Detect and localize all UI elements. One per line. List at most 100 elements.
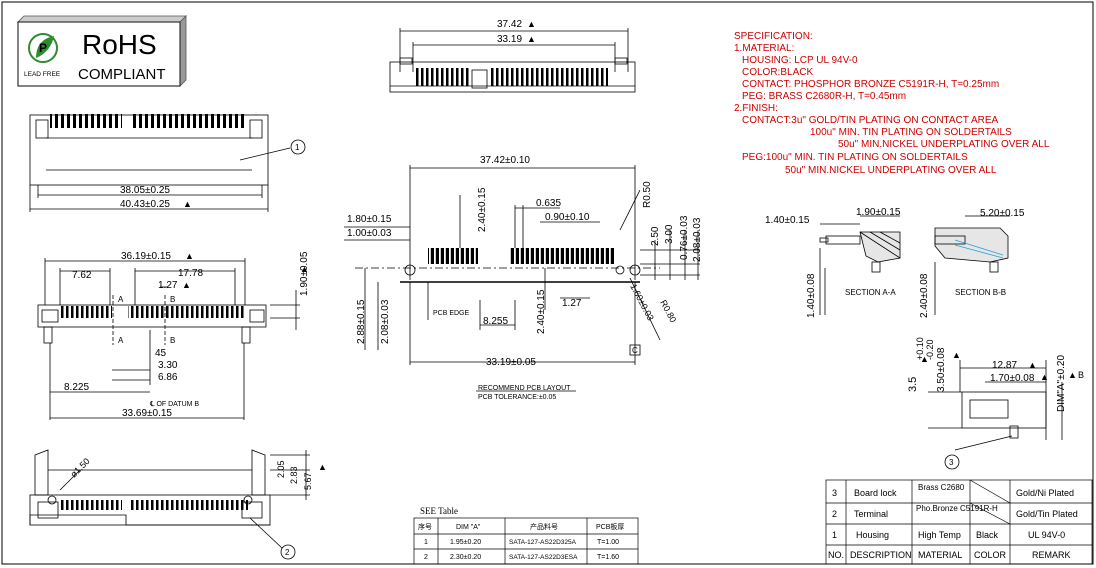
detail-dim-4: 12.87: [992, 360, 1017, 371]
spec-line-0: 1.MATERIAL:: [734, 43, 794, 54]
side-mark-2: ▲: [182, 280, 191, 290]
spec-line-1: HOUSING: LCP UL 94V-0: [742, 55, 858, 66]
pcb-dim-9: 0.76±0.03: [679, 215, 690, 260]
pcb-tolerance: PCB TOLERANCE:±0.05: [478, 394, 556, 401]
bom-row-1-2: Pho.Bronze C5191R-H: [916, 504, 998, 513]
detail-dim-2: -0.20: [925, 339, 935, 360]
pcb-dim-12: 2.08±0.03: [380, 299, 391, 344]
see-row-0-0: 1: [424, 539, 428, 546]
bom-header-3: COLOR: [974, 550, 1007, 560]
pcb-dim-3: 0.90±0.10: [545, 212, 590, 223]
side-mark: ▲: [185, 251, 194, 261]
detail-dim-6: DIM"A"±0.20: [1056, 355, 1067, 412]
spec-heading: SPECIFICATION:: [734, 31, 813, 42]
side-dim-5: 45: [155, 348, 167, 359]
see-row-1-2: SATA-127-AS22D3ESA: [509, 554, 578, 561]
bottom-dim-2: 5.67: [303, 472, 313, 490]
bottom-dim-0: 2.05: [276, 460, 286, 478]
see-row-0-3: T=1.00: [597, 539, 619, 546]
spec-line-4: PEG: BRASS C2680R-H, T=0.45mm: [742, 91, 906, 102]
spec-line-3: CONTACT: PHOSPHOR BRONZE C5191R-H, T=0.2…: [742, 79, 999, 90]
front-mark: ▲: [183, 199, 192, 209]
section-a-dim-0: 1.40±0.15: [765, 215, 810, 226]
detail-mark-1: ▲: [1028, 360, 1037, 370]
bom-row-2-1: Housing: [856, 530, 889, 540]
front-view: [29, 114, 306, 212]
spec-line-10: 50u" MIN.NICKEL UNDERPLATING OVER ALL: [785, 165, 997, 176]
detail-mark-2: ▲: [1040, 372, 1049, 382]
pcb-layout: [344, 165, 700, 392]
bom-row-0-2: Brass C2680: [918, 483, 965, 492]
see-table: [413, 517, 639, 565]
bom-row-2-2: High Temp: [918, 530, 961, 540]
section-b-label: SECTION B-B: [955, 288, 1006, 297]
section-a-top: A: [118, 295, 124, 304]
bottom-hole: ø1.50: [68, 456, 91, 479]
pcb-title: RECOMMEND PCB LAYOUT: [478, 385, 571, 392]
see-header-1: DIM "A": [456, 524, 481, 531]
side-mark-3: ▲: [300, 264, 309, 274]
see-row-1-0: 2: [424, 554, 428, 561]
side-dim-2: 17.78: [178, 268, 203, 279]
top-mark-1: ▲: [527, 19, 536, 29]
section-a-a: [819, 215, 901, 315]
see-row-0-2: SATA-127-AS22D325A: [509, 539, 577, 546]
bom-row-2-3: Black: [976, 530, 999, 540]
detail-dim-5: 1.70±0.08: [990, 373, 1035, 384]
bottom-mark: ▲: [318, 462, 327, 472]
bom-row-2-4: UL 94V-0: [1028, 530, 1065, 540]
top-dim-overall: 37.42: [497, 19, 522, 30]
side-dim-3: 1.27: [158, 280, 178, 291]
front-dim-a: 38.05±0.25: [120, 185, 170, 196]
section-a-label: SECTION A-A: [845, 288, 896, 297]
see-header-2: 产品料号: [530, 522, 558, 531]
see-header-0: 序号: [418, 522, 432, 531]
see-header-3: PCB板厚: [596, 522, 624, 531]
spec-line-8: 50u" MIN.NICKEL UNDERPLATING OVER ALL: [838, 139, 1050, 150]
rohs-title: RoHS: [82, 29, 157, 60]
pcb-dim-13: 2.40±0.15: [536, 289, 547, 334]
pcb-dim-10: 2.08±0.03: [692, 217, 703, 262]
side-dim-0: 36.19±0.15: [121, 251, 171, 262]
pcb-dim-15: 1.27: [562, 298, 582, 309]
bom-header-0: NO.: [828, 550, 844, 560]
bom-table: [825, 479, 1093, 565]
detail-dim-1: +0.10: [915, 337, 925, 360]
pcb-dim-5: 1.80±0.15: [347, 214, 392, 225]
pcb-dim-16: 1.60±0.03: [628, 282, 656, 322]
side-dim-4: 1.90±0.05: [299, 251, 310, 296]
bom-header-2: MATERIAL: [918, 550, 962, 560]
bottom-view: [29, 449, 310, 560]
datum-b-note: ℄ OF DATUM B: [149, 401, 199, 408]
lead-free-label: LEAD FREE: [24, 71, 61, 78]
callout-2: 2: [285, 548, 290, 557]
top-dim-span: 33.19: [497, 34, 522, 45]
rohs-logo: P LEAD FREE RoHS COMPLIANT: [17, 15, 187, 87]
bom-header-4: REMARK: [1032, 550, 1071, 560]
bottom-dim-1: 2.83: [289, 466, 299, 484]
pcb-dim-0: 37.42±0.10: [480, 155, 530, 166]
detail-mark-5: ▲: [952, 350, 961, 360]
callout-1: 1: [295, 143, 300, 152]
bom-row-1-1: Terminal: [854, 509, 888, 519]
bom-row-0-1: Board lock: [854, 488, 897, 498]
pcb-dim-1: 2.40±0.15: [477, 187, 488, 232]
detail-dim-0: 3.5: [907, 377, 919, 392]
section-b-dim-0: 5.20±0.15: [980, 208, 1025, 219]
see-table-title: SEE Table: [420, 506, 458, 516]
top-view: [389, 28, 636, 93]
pcb-dim-2: 0.635: [536, 198, 561, 209]
bom-row-0-0: 3: [832, 488, 837, 498]
top-mark-2: ▲: [527, 34, 536, 44]
pcb-dim-7: 2.50: [650, 226, 661, 246]
spec-line-7: 100u" MIN. TIN PLATING ON SOLDERTAILS: [810, 127, 1012, 138]
section-a-dim-1: 1.90±0.15: [856, 207, 901, 218]
bom-row-0-4: Gold/Ni Plated: [1016, 488, 1074, 498]
side-dim-7: 6.86: [158, 372, 178, 383]
section-a-dim-2: 1.40±0.08: [806, 273, 817, 318]
pcb-dim-14: 8.255: [483, 316, 508, 327]
spec-line-5: 2.FINISH:: [734, 103, 778, 114]
pcb-dim-11: 2.88±0.15: [356, 299, 367, 344]
side-detail: [928, 360, 1063, 470]
